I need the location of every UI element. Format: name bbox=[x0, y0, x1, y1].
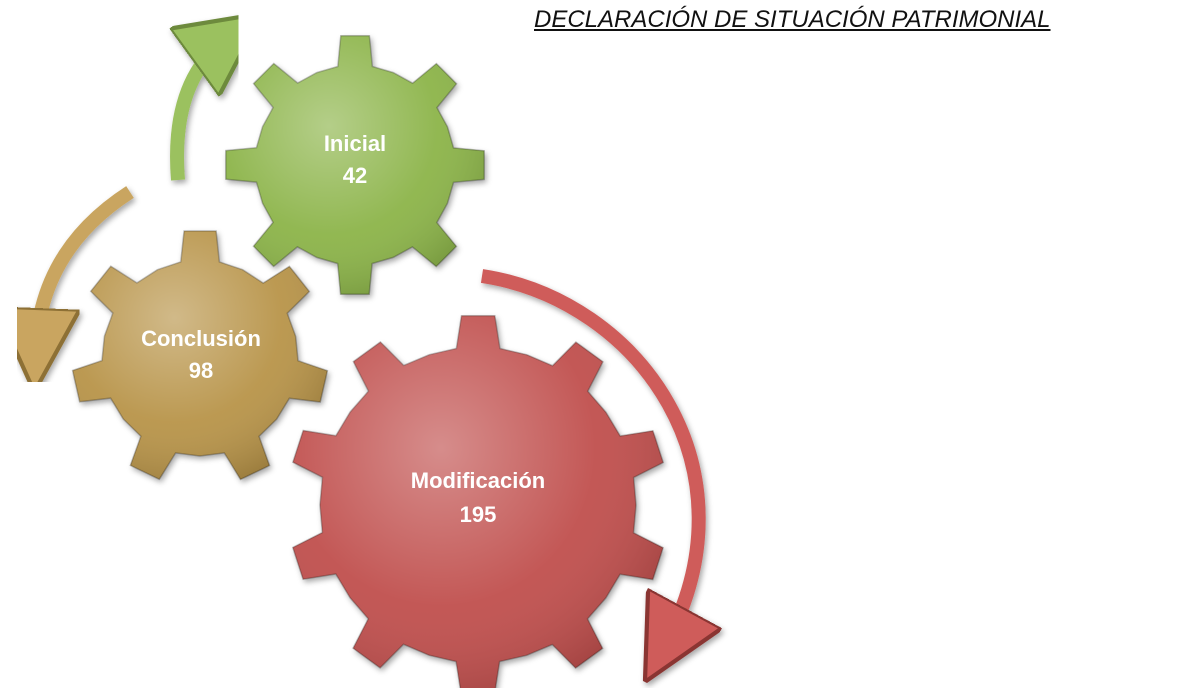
gear-conclusion-label: Conclusión bbox=[141, 326, 261, 351]
page-title: DECLARACIÓN DE SITUACIÓN PATRIMONIAL bbox=[534, 6, 1051, 33]
gear-modificacion: Modificación 195 bbox=[291, 314, 665, 688]
gear-inicial: Inicial 42 bbox=[225, 35, 485, 295]
gear-inicial-value: 42 bbox=[343, 163, 367, 188]
gear-modificacion-highlight bbox=[292, 315, 664, 688]
gear-conclusion-highlight bbox=[72, 231, 328, 480]
arrow-red bbox=[480, 269, 699, 645]
arrow-green bbox=[177, 38, 228, 181]
gear-inicial-highlight bbox=[225, 35, 485, 295]
gear-inicial-label: Inicial bbox=[324, 131, 386, 156]
gear-modificacion-label: Modificación bbox=[411, 468, 545, 493]
gear-conclusion-value: 98 bbox=[189, 358, 213, 383]
gear-conclusion: Conclusión 98 bbox=[71, 230, 329, 481]
gear-modificacion-value: 195 bbox=[460, 502, 497, 527]
arrow-tan bbox=[36, 186, 134, 350]
